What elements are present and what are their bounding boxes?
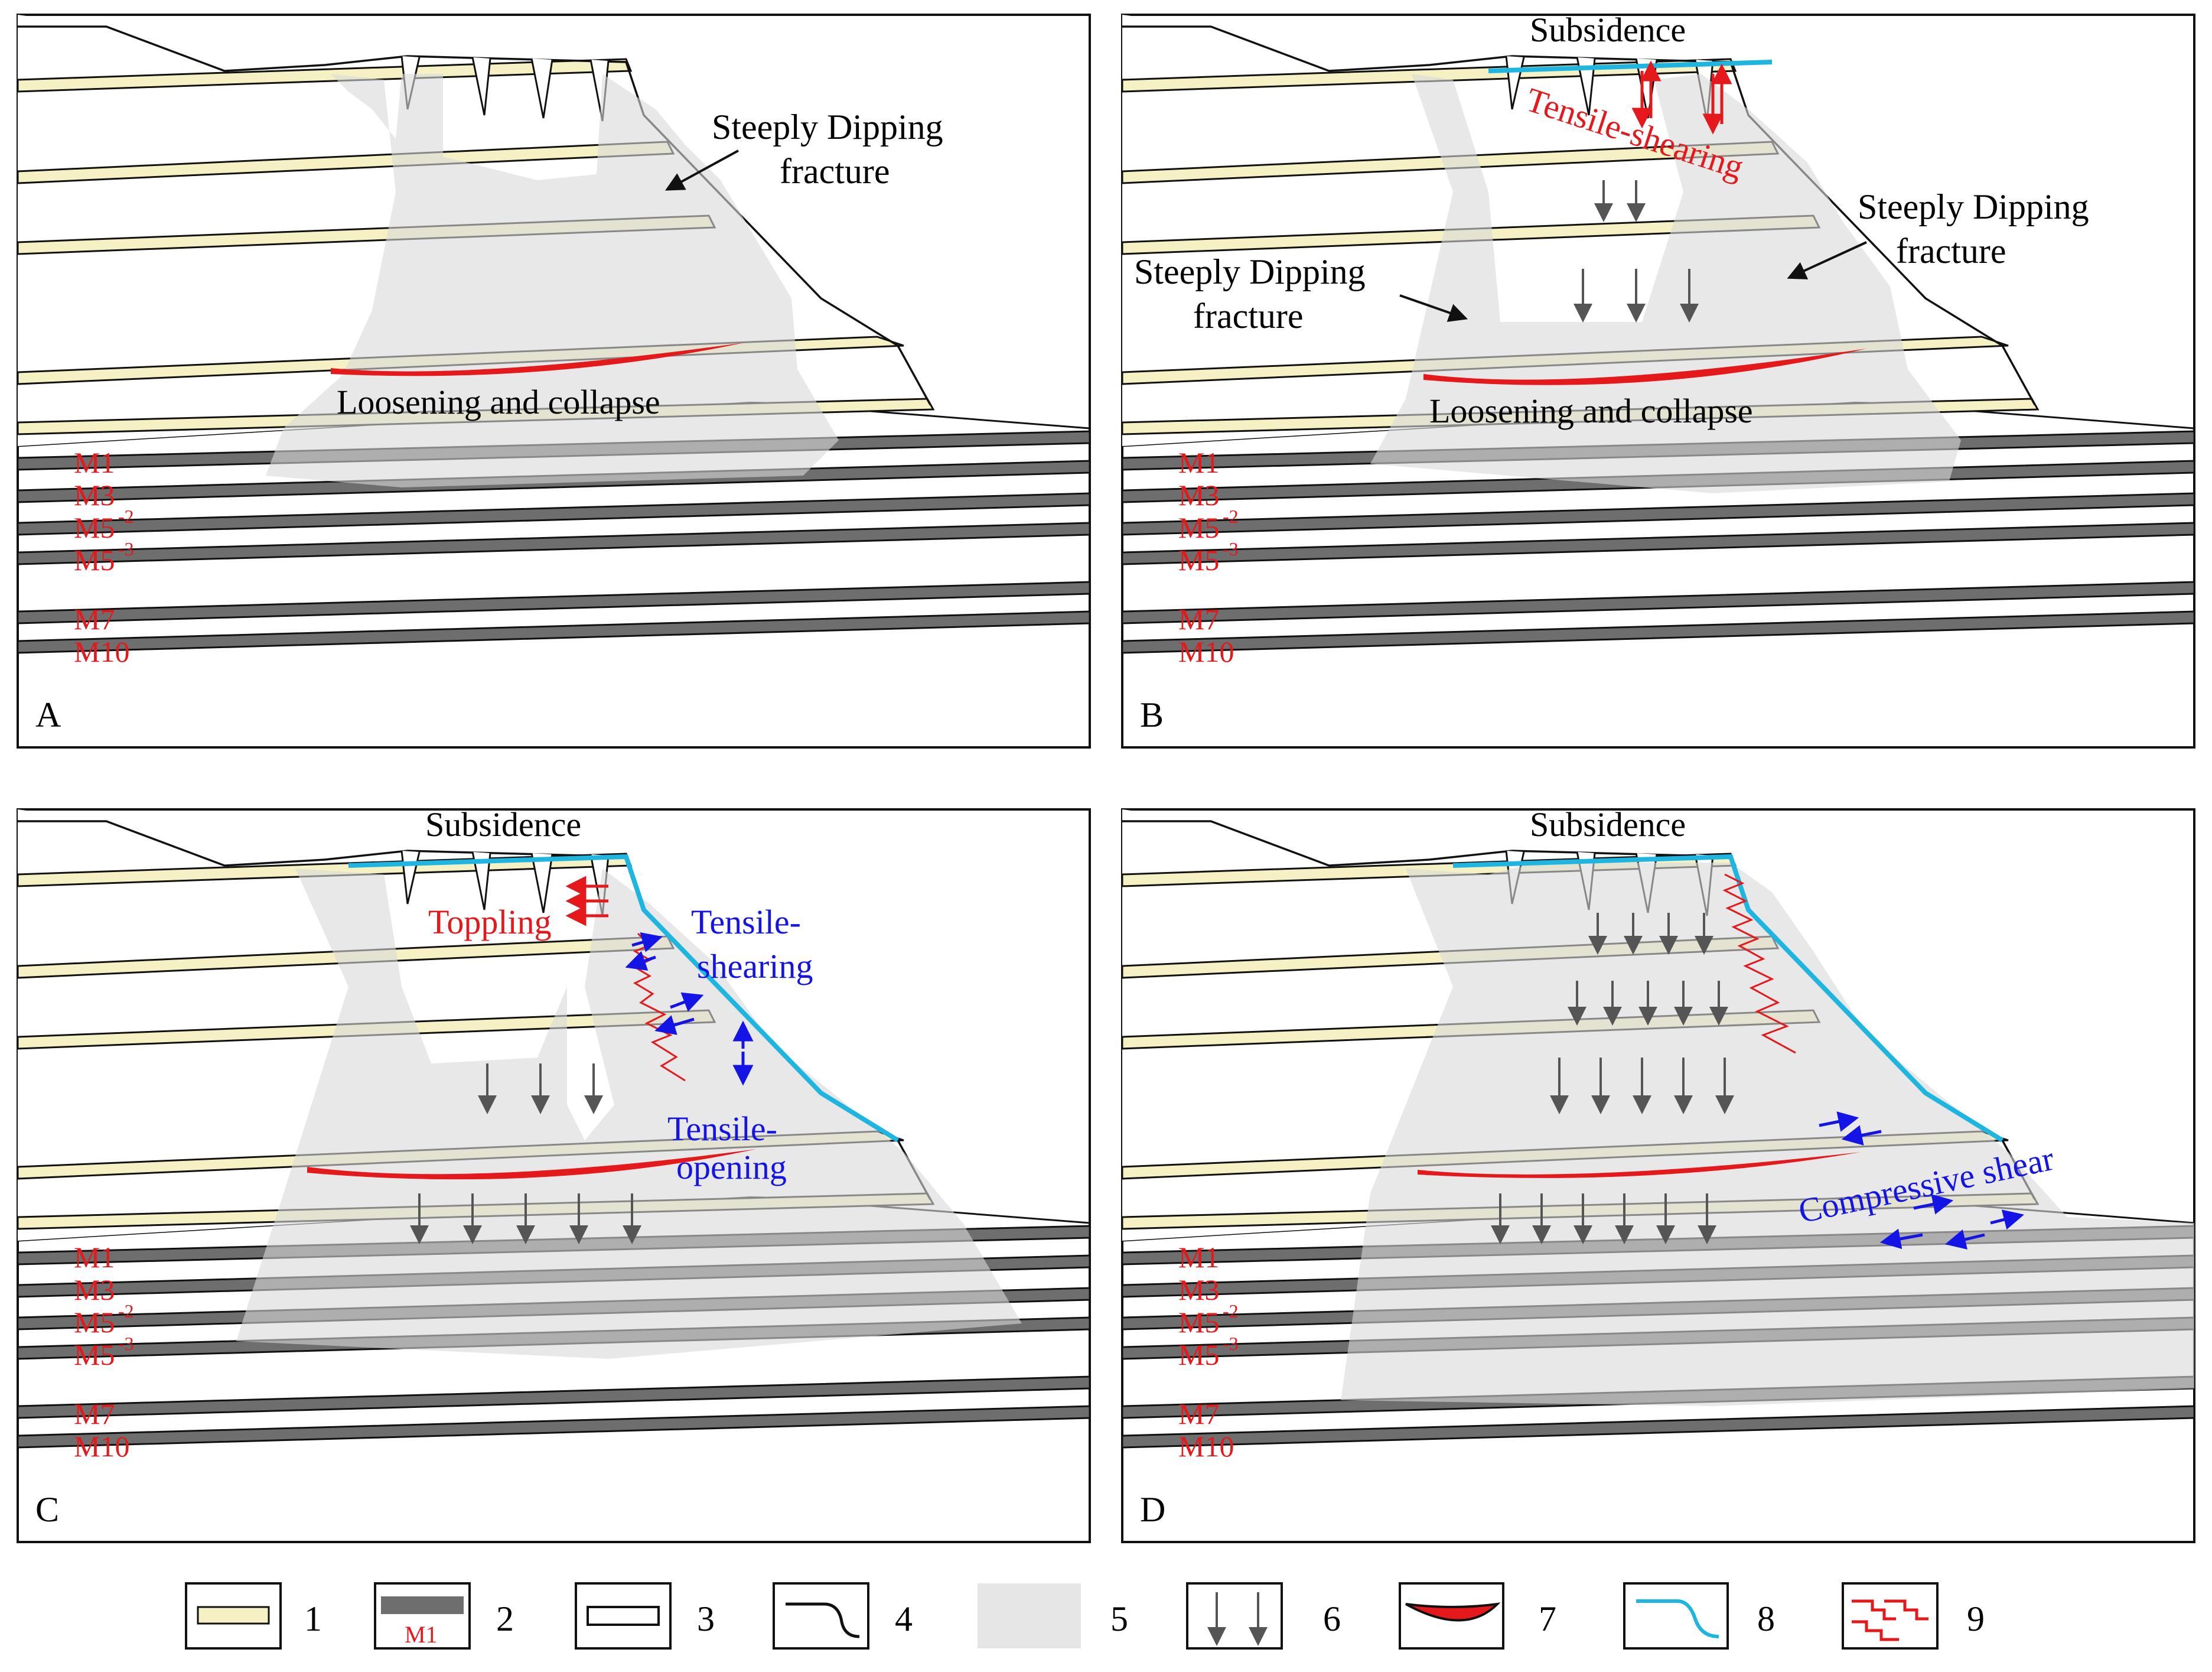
svg-text:-2: -2 [1223,506,1239,527]
panel-letter: D [1140,1490,1165,1529]
svg-text:9: 9 [1967,1599,1985,1638]
svg-text:-3: -3 [1223,1333,1239,1354]
svg-text:M5: M5 [1178,544,1219,577]
legend-item-8: 8 [1623,1582,1775,1650]
svg-text:M5: M5 [74,1306,115,1339]
svg-text:M1: M1 [1178,446,1219,479]
fracture-label-right-line2: fracture [1896,232,2006,271]
svg-text:M1: M1 [74,446,115,479]
svg-text:4: 4 [895,1599,913,1638]
panel-letter: A [35,695,61,734]
svg-text:7: 7 [1539,1599,1556,1638]
svg-text:M5: M5 [74,1338,115,1371]
svg-text:M5: M5 [74,511,115,544]
svg-text:M7: M7 [74,1397,115,1430]
svg-text:M1: M1 [74,1241,115,1274]
svg-text:M10: M10 [74,635,129,668]
panel-d: Subsidence Compressive shear [1121,805,2195,1543]
svg-text:-3: -3 [118,1333,134,1354]
fracture-label-right-line1: Steeply Dipping [1858,187,2089,226]
seam-labels: M1 M3 M5-2 M5-3 M7 M10 [74,446,134,668]
toppling-label: Toppling [428,903,552,941]
collapse-label: Loosening and collapse [337,383,660,421]
svg-text:M1: M1 [405,1621,438,1648]
seam-labels: M1 M3 M5-2 M5-3 M7 M10 [74,1241,134,1463]
legend-item-9: 9 [1842,1582,1985,1650]
svg-text:-2: -2 [118,506,134,527]
svg-text:M7: M7 [1178,1397,1219,1430]
legend-item-6: 6 [1186,1582,1341,1650]
legend-item-5: 5 [978,1583,1128,1648]
collapse-label: Loosening and collapse [1429,392,1753,430]
svg-text:M7: M7 [1178,603,1219,636]
svg-text:M10: M10 [1178,635,1234,668]
legend-item-1: 1 [185,1582,322,1650]
svg-text:M10: M10 [1178,1430,1234,1463]
svg-text:8: 8 [1757,1599,1775,1638]
svg-text:-2: -2 [1223,1300,1239,1322]
svg-text:2: 2 [496,1599,514,1638]
tensile-opening-label-line1: Tensile- [667,1110,777,1148]
svg-text:M5: M5 [74,544,115,577]
disturbed-zone [1341,863,2194,1406]
fracture-label-left-line1: Steeply Dipping [1134,252,1366,291]
panel-a: Steeply Dipping fracture Loosening and c… [17,14,1091,749]
collapse-lens [307,1149,756,1180]
disturbed-zone [236,868,1022,1359]
svg-text:M5: M5 [1178,1306,1219,1339]
fracture-label-line1: Steeply Dipping [712,108,943,147]
svg-text:6: 6 [1323,1599,1341,1638]
legend-item-7: 7 [1399,1582,1556,1650]
svg-text:-2: -2 [118,1300,134,1322]
tensile-shearing-label-line1: Tensile- [691,903,801,941]
panel-letter: B [1140,695,1164,734]
collapse-lens [1423,349,1866,385]
svg-text:M10: M10 [74,1430,129,1463]
svg-text:M1: M1 [1178,1241,1219,1274]
subsidence-label: Subsidence [425,805,581,844]
svg-text:M3: M3 [74,1273,115,1306]
fracture-label-line2: fracture [780,152,890,191]
subsidence-label: Subsidence [1530,11,1686,49]
disturbed-zone [266,74,839,487]
svg-text:M5: M5 [1178,1338,1219,1371]
tensile-shearing-label-line2: shearing [697,947,813,985]
tensile-opening-label-line2: opening [676,1148,787,1186]
svg-text:5: 5 [1110,1599,1128,1638]
collapse-lens [331,343,744,376]
svg-text:M3: M3 [1178,1273,1219,1306]
seam-labels: M1 M3 M5-2 M5-3 M7 M10 [1178,446,1239,668]
fracture-label-left-line2: fracture [1193,297,1304,336]
svg-text:M7: M7 [74,603,115,636]
legend-item-2: M1 2 [374,1582,514,1650]
svg-text:3: 3 [697,1599,715,1638]
panel-letter: C [35,1490,59,1529]
disturbed-zone [1370,74,1961,493]
svg-text:-3: -3 [118,538,134,559]
legend-item-3: 3 [575,1582,715,1650]
svg-text:M5: M5 [1178,511,1219,544]
collapse-lens [1418,1152,1861,1178]
svg-text:M3: M3 [74,479,115,512]
svg-text:1: 1 [304,1599,322,1638]
panel-c: Subsidence Toppling Tensile- shearing Te… [17,805,1091,1543]
svg-text:M3: M3 [1178,479,1219,512]
legend-item-4: 4 [773,1582,913,1650]
seam-labels: M1 M3 M5-2 M5-3 M7 M10 [1178,1241,1239,1463]
panel-b: Subsidence Tensile-shearing Steeply Dipp… [1121,11,2195,749]
svg-text:-3: -3 [1223,538,1239,559]
subsidence-label: Subsidence [1530,805,1686,844]
legend: 1 M1 2 3 4 5 6 [185,1582,1985,1650]
